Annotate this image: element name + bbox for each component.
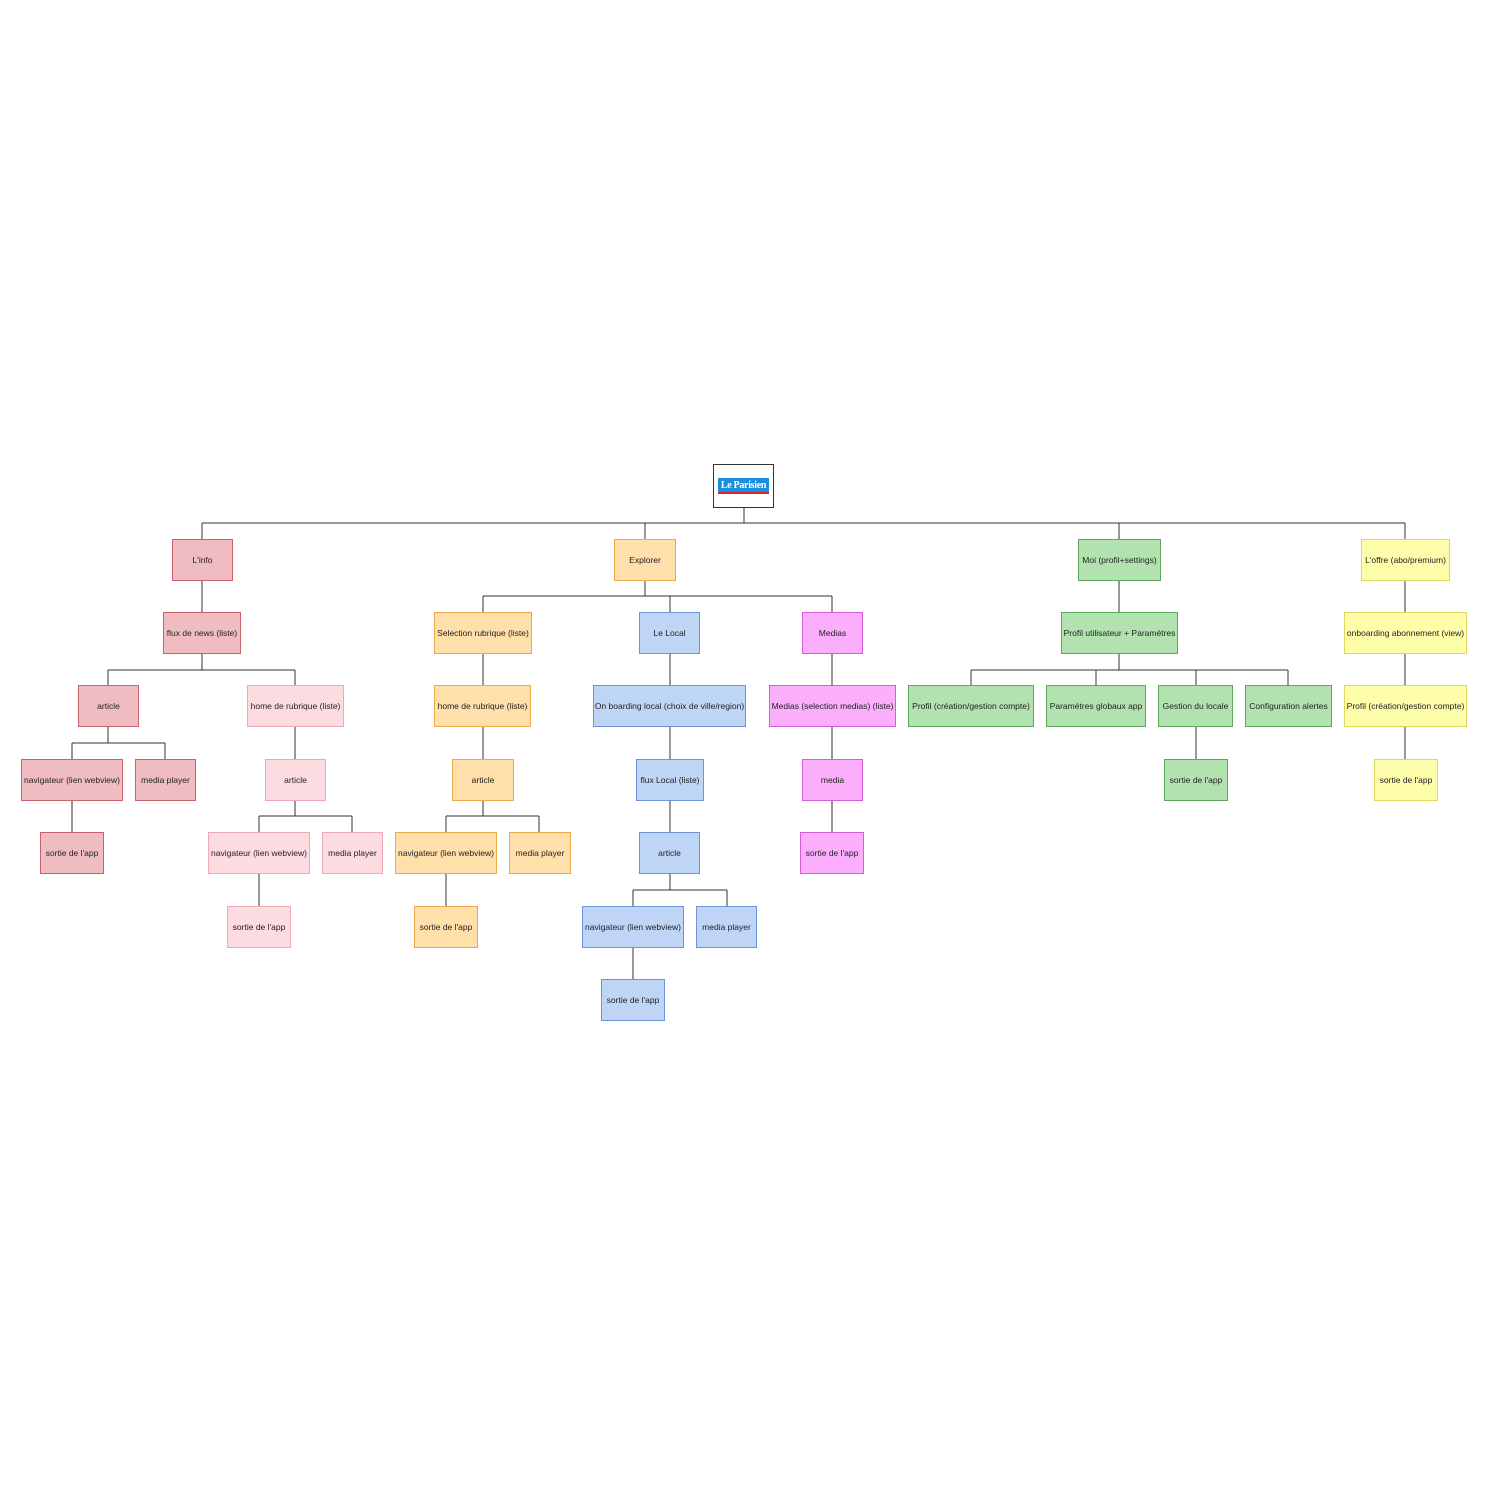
node-offre-onboarding[interactable]: onboarding abonnement (view) (1344, 612, 1467, 654)
node-moi-locale[interactable]: Gestion du locale (1158, 685, 1233, 727)
node-moi-locale-exit[interactable]: sortie de l'app (1164, 759, 1228, 801)
node-offre-exit[interactable]: sortie de l'app (1374, 759, 1438, 801)
node-med-media[interactable]: media (802, 759, 863, 801)
node-loc-article[interactable]: article (639, 832, 700, 874)
node-moi-params[interactable]: Paramétres globaux app (1046, 685, 1146, 727)
node-info-article-exit[interactable]: sortie de l'app (40, 832, 104, 874)
node-info-article[interactable]: article (78, 685, 139, 727)
root-logo-box: Le Parisien (713, 464, 774, 508)
node-med-selection[interactable]: Medias (selection medias) (liste) (769, 685, 896, 727)
node-offre[interactable]: L'offre (abo/premium) (1361, 539, 1450, 581)
node-moi[interactable]: Moi (profil+settings) (1078, 539, 1161, 581)
node-loc-onboarding[interactable]: On boarding local (choix de ville/region… (593, 685, 746, 727)
node-med-exit[interactable]: sortie de l'app (800, 832, 864, 874)
node-moi-profil[interactable]: Profil (création/gestion compte) (908, 685, 1034, 727)
node-info-article-nav[interactable]: navigateur (lien webview) (21, 759, 123, 801)
node-loc-exit[interactable]: sortie de l'app (601, 979, 665, 1021)
node-info-flux[interactable]: flux de news (liste) (163, 612, 241, 654)
node-loc-flux[interactable]: flux Local (liste) (636, 759, 704, 801)
node-moi-profil-params[interactable]: Profil utilisateur + Paramétres (1061, 612, 1178, 654)
node-offre-profil[interactable]: Profil (création/gestion compte) (1344, 685, 1467, 727)
node-info-home[interactable]: home de rubrique (liste) (247, 685, 344, 727)
node-info-home-article[interactable]: article (265, 759, 326, 801)
node-exp-medias[interactable]: Medias (802, 612, 863, 654)
node-info[interactable]: L'info (172, 539, 233, 581)
node-info-article-media[interactable]: media player (135, 759, 196, 801)
node-loc-nav[interactable]: navigateur (lien webview) (582, 906, 684, 948)
node-exp-nav[interactable]: navigateur (lien webview) (395, 832, 497, 874)
node-info-home-exit[interactable]: sortie de l'app (227, 906, 291, 948)
node-exp-home[interactable]: home de rubrique (liste) (434, 685, 531, 727)
node-exp-exit[interactable]: sortie de l'app (414, 906, 478, 948)
node-exp-media[interactable]: media player (509, 832, 571, 874)
node-exp-selection[interactable]: Selection rubrique (liste) (434, 612, 532, 654)
node-loc-media[interactable]: media player (696, 906, 757, 948)
node-moi-alertes[interactable]: Configuration alertes (1245, 685, 1332, 727)
node-info-home-nav[interactable]: navigateur (lien webview) (208, 832, 310, 874)
node-info-home-media[interactable]: media player (322, 832, 383, 874)
node-exp-local[interactable]: Le Local (639, 612, 700, 654)
node-exp-article[interactable]: article (452, 759, 514, 801)
node-explorer[interactable]: Explorer (614, 539, 676, 581)
le-parisien-logo: Le Parisien (717, 478, 770, 494)
